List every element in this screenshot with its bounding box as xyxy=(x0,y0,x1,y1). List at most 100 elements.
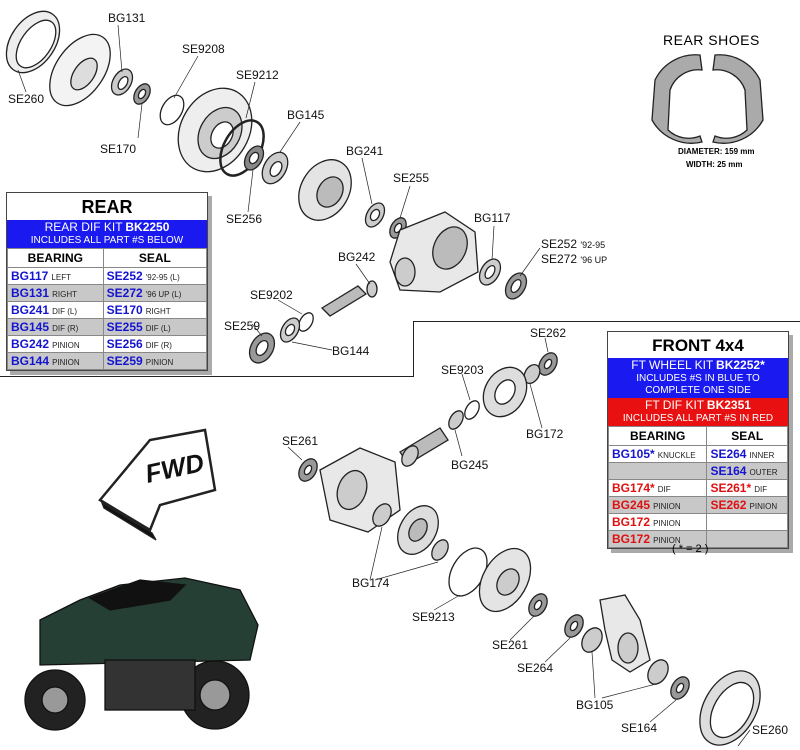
seal-cell: SE272 '96 UP (L) xyxy=(102,284,208,302)
rear-col-seal: SEAL xyxy=(102,248,208,268)
part-se260-rear-seal xyxy=(5,10,61,74)
table-row: BG242 PINION SE256 DIF (R) xyxy=(7,335,208,353)
part-rear-ring-gear xyxy=(298,159,352,221)
seal-cell xyxy=(706,513,788,531)
part-note: DIF (R) xyxy=(145,341,172,350)
part-note: PINION xyxy=(52,341,80,350)
part-note: PINION xyxy=(749,502,778,511)
part-se259-seal xyxy=(248,332,276,364)
part-note: DIF (L) xyxy=(52,307,77,316)
callout-se9202: SE9202 xyxy=(250,288,293,302)
callout-se256: SE256 xyxy=(226,212,263,226)
wheel-kit-code: BK2252* xyxy=(716,358,765,372)
bearing-cell: BG172 PINION xyxy=(607,530,708,548)
part-bg117-bearing xyxy=(478,258,502,286)
table-row: BG172 PINION xyxy=(607,513,788,531)
part-number: BG174* xyxy=(612,481,655,495)
callout-se259: SE259 xyxy=(224,319,261,333)
callout-bg172: BG172 xyxy=(526,427,564,441)
front-dif-kit-band: FT DIF KIT BK2351 INCLUDES ALL PART #S I… xyxy=(608,398,788,426)
bearing-cell: BG145 DIF (R) xyxy=(7,318,104,336)
table-row: BG145 DIF (R)SE255 DIF (L) xyxy=(7,318,208,336)
wheel-kit-note1: INCLUDES #S IN BLUE TO xyxy=(636,373,760,384)
part-se261-seal-bottom xyxy=(528,593,548,617)
rear-kit-prefix: REAR DIF KIT xyxy=(44,220,123,234)
part-se252-seal xyxy=(504,272,528,300)
seal-cell: SE252 '92-95 (L) xyxy=(102,267,208,285)
part-number: BG172 xyxy=(612,532,651,546)
rear-brake-shoes-image xyxy=(651,54,764,144)
part-se170-seal xyxy=(133,83,151,105)
callout-bg131: BG131 xyxy=(108,11,146,25)
part-note: PINION xyxy=(145,358,174,367)
callout-bg105: BG105 xyxy=(576,698,614,712)
seal-cell: SE262 PINION xyxy=(706,496,788,514)
part-note: PINION xyxy=(653,536,681,545)
seal-cell: SE261* DIF xyxy=(706,479,788,497)
callout-se261-top: SE261 xyxy=(282,434,319,448)
wheel-kit-note2: COMPLETE ONE SIDE xyxy=(645,385,751,396)
part-se262-seal xyxy=(538,352,558,376)
part-number: BG242 xyxy=(11,337,50,351)
callout-se170: SE170 xyxy=(100,142,137,156)
part-bg144-bearing xyxy=(279,317,301,343)
callout-se255: SE255 xyxy=(393,171,430,185)
part-front-ring-gear xyxy=(397,505,439,555)
bearing-cell: BG172 PINION xyxy=(607,513,708,531)
part-note: DIF (R) xyxy=(52,324,79,333)
part-bg131-bearing xyxy=(110,68,134,96)
part-note: LEFT xyxy=(51,273,71,282)
callout-se260-bottom: SE260 xyxy=(752,723,789,737)
rear-kit-note: INCLUDES ALL PART #S BELOW xyxy=(30,235,184,246)
part-front-knuckle xyxy=(599,594,651,673)
part-number: SE164 xyxy=(710,464,747,478)
seal-cell: SE255 DIF (L) xyxy=(102,318,208,336)
part-note: DIF (L) xyxy=(145,324,171,333)
callout-bg245: BG245 xyxy=(451,458,489,472)
wheel-kit-prefix: FT WHEEL KIT xyxy=(631,358,714,372)
table-row: SE164 OUTER xyxy=(607,462,788,480)
part-se264-seal xyxy=(564,614,584,638)
part-rear-pinion-shaft xyxy=(320,280,378,317)
front-wheel-kit-band: FT WHEEL KIT BK2252* INCLUDES #S IN BLUE… xyxy=(608,358,788,398)
part-se164-seal xyxy=(670,676,690,700)
rear-shoes-title: REAR SHOES xyxy=(663,32,760,48)
part-bg105-bearing-b xyxy=(647,659,669,685)
footnote-asterisk: ( * = 2 ) xyxy=(672,543,709,555)
part-bg174-bearing-b xyxy=(431,539,449,561)
part-number: SE256 xyxy=(106,337,143,351)
part-se260-front-seal xyxy=(699,670,761,746)
callout-bg144: BG144 xyxy=(332,344,370,358)
callout-se9203: SE9203 xyxy=(441,363,484,377)
bearing-cell: BG245 PINION xyxy=(607,496,708,514)
part-se256-seal xyxy=(243,145,265,171)
rear-shoes-diameter: DIAMETER: 159 mm xyxy=(678,147,755,156)
part-note: KNUCKLE xyxy=(657,451,696,460)
seal-cell: SE259 PINION xyxy=(102,352,208,370)
callout-bg242: BG242 xyxy=(338,250,376,264)
callout-se261-bottom: SE261 xyxy=(492,638,529,652)
callout-se9208: SE9208 xyxy=(182,42,225,56)
callout-se264: SE264 xyxy=(517,661,554,675)
part-se9202-oring xyxy=(298,312,314,332)
part-number: BG145 xyxy=(11,320,50,334)
part-bg105-bearing-a xyxy=(581,627,603,653)
part-rear-hub-plate xyxy=(49,33,111,107)
section-divider-horizontal-bottom xyxy=(0,376,414,377)
rear-kit-code: BK2250 xyxy=(125,220,170,234)
part-se9208-oring xyxy=(159,94,185,126)
part-number: SE170 xyxy=(106,303,143,317)
part-front-pinion-housing xyxy=(482,366,528,418)
part-number: BG245 xyxy=(612,498,651,512)
rear-parts-table: REAR REAR DIF KIT BK2250 INCLUDES ALL PA… xyxy=(6,192,208,371)
part-note: DIF xyxy=(657,485,671,494)
part-note: DIF xyxy=(754,485,768,494)
seal-cell: SE170 RIGHT xyxy=(102,301,208,319)
rear-table-title: REAR xyxy=(81,197,133,217)
